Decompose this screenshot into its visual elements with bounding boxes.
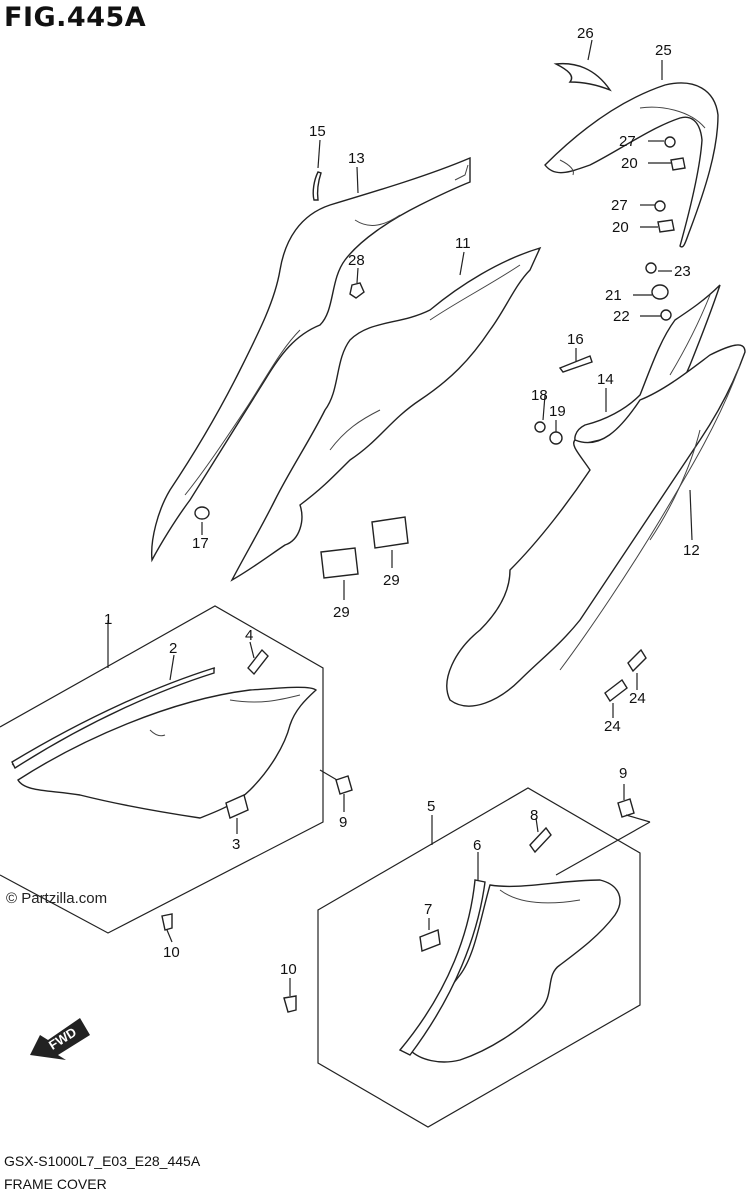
- callout-20a[interactable]: 20: [621, 155, 638, 172]
- callout-12[interactable]: 12: [683, 542, 700, 559]
- part-20-nut-b[interactable]: [657, 219, 675, 233]
- part-3-label[interactable]: [225, 794, 249, 819]
- callout-6[interactable]: 6: [473, 837, 481, 854]
- part-24-tape-a[interactable]: [627, 648, 647, 673]
- callout-24a[interactable]: 24: [629, 690, 646, 707]
- part-11-frame-cover-inner[interactable]: [230, 246, 542, 582]
- part-29-cushion-a[interactable]: [320, 547, 359, 579]
- callout-7[interactable]: 7: [424, 901, 432, 918]
- part-9-grommet-a[interactable]: [335, 775, 353, 795]
- part-21-cushion[interactable]: [651, 284, 669, 300]
- part-22-bushing[interactable]: [660, 309, 672, 321]
- callout-10a[interactable]: 10: [163, 944, 180, 961]
- watermark: © Partzilla.com: [6, 890, 108, 907]
- part-18-screw[interactable]: [534, 421, 546, 433]
- model-code: GSX-S1000L7_E03_E28_445A: [4, 1153, 201, 1169]
- section-name: FRAME COVER: [4, 1176, 107, 1192]
- part-6-trim-strip[interactable]: [398, 879, 486, 1056]
- callout-10b[interactable]: 10: [280, 961, 297, 978]
- callout-1[interactable]: 1: [104, 611, 112, 628]
- part-17-grommet[interactable]: [194, 506, 210, 520]
- part-5-assembly-box: [317, 787, 641, 1128]
- callout-numbers: 26 25 27 20 27 20 23 21 22 15 13 11 28 1…: [104, 25, 700, 978]
- callout-13[interactable]: 13: [348, 150, 365, 167]
- part-27-screw-b[interactable]: [654, 200, 666, 212]
- part-26-emblem[interactable]: [553, 62, 612, 92]
- part-7-label[interactable]: [419, 929, 441, 952]
- part-20-nut-a[interactable]: [670, 157, 686, 171]
- callout-26[interactable]: 26: [577, 25, 594, 42]
- part-16-strip[interactable]: [558, 355, 593, 373]
- part-24-tape-b[interactable]: [604, 678, 628, 703]
- part-8-label[interactable]: [529, 826, 552, 854]
- callout-21[interactable]: 21: [605, 287, 622, 304]
- part-12-side-cover-right[interactable]: [446, 344, 746, 707]
- part-29-cushion-b[interactable]: [371, 516, 409, 549]
- fwd-arrow-icon: FWD: [30, 1018, 90, 1060]
- callout-28[interactable]: 28: [348, 252, 365, 269]
- part-9-grommet-b[interactable]: [617, 798, 635, 818]
- part-25-tail-cover[interactable]: [544, 82, 719, 248]
- callout-4[interactable]: 4: [245, 627, 253, 644]
- figure-title: FIG.445A: [4, 2, 147, 33]
- callout-14[interactable]: 14: [597, 371, 614, 388]
- part-27-screw-a[interactable]: [664, 136, 676, 148]
- part-2-trim-strip[interactable]: [11, 667, 215, 770]
- callout-29a[interactable]: 29: [333, 604, 350, 621]
- part-15-clip-strip[interactable]: [312, 171, 322, 201]
- part-23-bolt[interactable]: [645, 262, 657, 274]
- part-10-screw-a[interactable]: [161, 913, 173, 931]
- callout-27a[interactable]: 27: [619, 133, 636, 150]
- part-28-nut[interactable]: [349, 282, 365, 299]
- part-19-grommet[interactable]: [549, 431, 563, 445]
- leader-lines: [107, 39, 693, 996]
- callout-24b[interactable]: 24: [604, 718, 621, 735]
- callout-8[interactable]: 8: [530, 807, 538, 824]
- callout-9b[interactable]: 9: [619, 765, 627, 782]
- callout-5[interactable]: 5: [427, 798, 435, 815]
- part-4-label[interactable]: [247, 648, 269, 676]
- callout-17[interactable]: 17: [192, 535, 209, 552]
- callout-23[interactable]: 23: [674, 263, 691, 280]
- part-1-assembly-box: [0, 605, 324, 934]
- callout-27b[interactable]: 27: [611, 197, 628, 214]
- callout-2[interactable]: 2: [169, 640, 177, 657]
- part-14-side-cover-rear[interactable]: [574, 284, 721, 446]
- callout-18[interactable]: 18: [531, 387, 548, 404]
- callout-20b[interactable]: 20: [612, 219, 629, 236]
- callout-3[interactable]: 3: [232, 836, 240, 853]
- callout-19[interactable]: 19: [549, 403, 566, 420]
- part-10-screw-b[interactable]: [283, 995, 297, 1013]
- callout-15[interactable]: 15: [309, 123, 326, 140]
- callout-22[interactable]: 22: [613, 308, 630, 325]
- part-13-frame-cover-upper-left[interactable]: [150, 156, 471, 563]
- callout-16[interactable]: 16: [567, 331, 584, 348]
- callout-25[interactable]: 25: [655, 42, 672, 59]
- callout-9a[interactable]: 9: [339, 814, 347, 831]
- callout-29b[interactable]: 29: [383, 572, 400, 589]
- callout-11[interactable]: 11: [455, 235, 471, 252]
